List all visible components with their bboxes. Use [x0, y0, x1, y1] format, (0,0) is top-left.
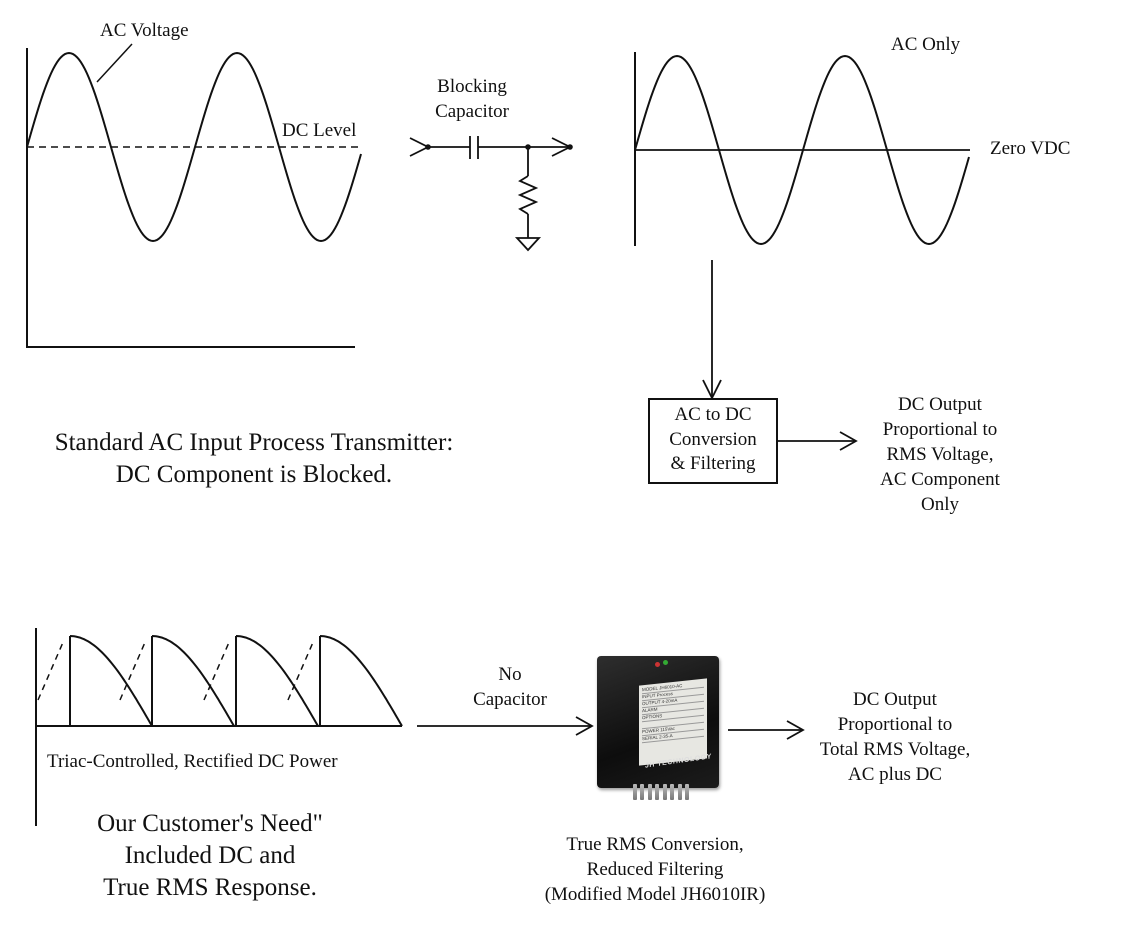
conversion-box-label: AC to DC Conversion & Filtering	[669, 404, 757, 474]
ac-voltage-pointer	[96, 43, 133, 83]
ac-voltage-waveform	[26, 51, 362, 243]
device-caption: True RMS Conversion, Reduced Filtering (…	[544, 834, 766, 905]
rectified-dc-waveform	[69, 635, 403, 727]
zero-vdc-label: Zero VDC	[990, 138, 1071, 159]
ac-only-label: AC Only	[891, 34, 961, 55]
ac-voltage-label: AC Voltage	[100, 20, 189, 41]
waveform-label: Triac-Controlled, Rectified DC Power	[47, 751, 338, 772]
customer-need-caption: Our Customer's Need" Included DC and Tru…	[97, 810, 323, 901]
top-caption: Standard AC Input Process Transmitter: D…	[54, 429, 454, 488]
red-led-icon	[655, 662, 660, 667]
device-label-plate: MODEL JH6010-AC INPUT Process OUTPUT 4-2…	[639, 678, 707, 766]
blocking-capacitor-circuit	[409, 136, 573, 252]
ac-only-waveform	[634, 54, 970, 246]
triac-dashed-segments	[37, 639, 315, 701]
device-pins	[633, 784, 689, 800]
no-capacitor-label: No Capacitor	[473, 664, 547, 710]
bottom-dc-output-label: DC Output Proportional to Total RMS Volt…	[819, 689, 971, 785]
jh6010ir-transmitter-image: MODEL JH6010-AC INPUT Process OUTPUT 4-2…	[593, 648, 723, 808]
blocking-capacitor-label: Blocking Capacitor	[435, 76, 509, 122]
dc-level-label: DC Level	[282, 120, 357, 141]
green-led-icon	[663, 660, 668, 665]
top-dc-output-label: DC Output Proportional to RMS Voltage, A…	[880, 394, 1000, 515]
